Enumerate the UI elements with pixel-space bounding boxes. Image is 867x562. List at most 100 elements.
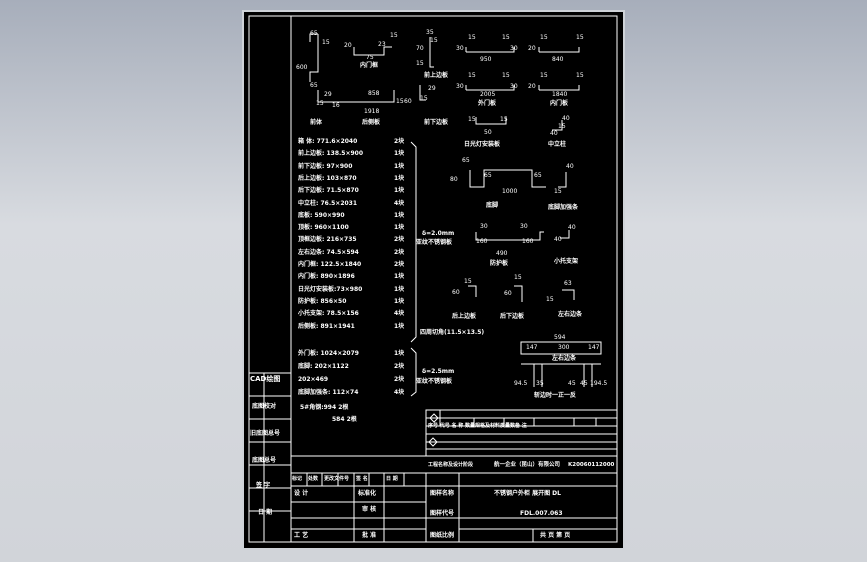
dim-text: 15: [322, 39, 330, 46]
dim-text: 40: [554, 236, 562, 243]
dim-text: 65: [310, 30, 318, 37]
revision-col: 更改文件号: [324, 476, 350, 482]
dim-text: 15: [390, 32, 398, 39]
label-inner-door-frame: 内门框: [360, 62, 379, 69]
drawing-frame: [248, 15, 618, 543]
dim-text: 15: [464, 278, 472, 285]
dim-text: 15: [420, 95, 428, 102]
label-proof: 底图校对: [252, 403, 277, 410]
dim-text: 80: [450, 176, 458, 183]
part-qty: 1块: [394, 174, 405, 182]
label-front-upper: 前上边板: [424, 72, 449, 79]
dim-text: 75: [366, 54, 374, 61]
dim-text: 50: [484, 129, 492, 136]
dim-text: 30: [510, 83, 518, 90]
dim-text: 65: [310, 82, 318, 89]
part-name: 箱 体: 771.6×2040: [298, 138, 358, 145]
drawing-name: 不锈钢户外柜 展开图 DL: [494, 490, 561, 497]
label-old-no: 旧底图总号: [250, 430, 281, 437]
revision-col: 签 名: [356, 476, 368, 482]
dim-text: 30: [510, 45, 518, 52]
angle-steel-1: 5#角钢:994 2根: [300, 404, 349, 411]
dim-text: 40: [568, 224, 576, 231]
part-qty: 2块: [394, 138, 405, 145]
dim-text: 147: [588, 344, 600, 351]
label-sun-lamp: 日光灯安装板: [464, 141, 501, 148]
company-code: K20060112000: [568, 462, 615, 468]
revision-col: 处数: [308, 476, 319, 482]
note-steel-2: δ=2.5mm: [422, 368, 455, 375]
label-cad: CAD绘图: [250, 375, 281, 383]
dim-text: 60: [404, 98, 412, 105]
dim-text: 594: [554, 334, 566, 341]
drawing-sheet: CAD绘图 底图校对 旧底图总号 底图总号 签 字 日 期 65 15 600 …: [242, 10, 625, 550]
dim-text: 40: [562, 115, 570, 122]
dim-text: 45: [580, 380, 588, 387]
label-date: 日 期: [258, 509, 273, 516]
dim-text: 15: [500, 116, 508, 123]
part-name: 外门板: 1024×2079: [298, 350, 359, 357]
dim-text: 60: [504, 290, 512, 297]
part-qty: 2块: [394, 248, 405, 256]
part-qty: 4块: [394, 199, 405, 207]
dim-text: 1918: [364, 108, 380, 115]
dim-text: 15: [430, 37, 438, 44]
header-row: 序号 代号 名 称 数量规格及材料质量数备 注: [428, 423, 527, 429]
part-name: 202×469: [298, 376, 329, 383]
dim-text: 950: [480, 56, 492, 63]
dim-text: 35: [426, 29, 434, 36]
part-name: 前上边板: 138.5×900: [298, 150, 364, 158]
dim-text: 65: [462, 157, 470, 164]
dim-text: 63: [564, 280, 572, 287]
label-scale: 图纸比例: [430, 532, 455, 539]
dim-text: 1840: [552, 91, 568, 98]
dim-text: 15: [396, 98, 404, 105]
part-qty: 2块: [394, 261, 405, 268]
angle-steel-2: 584 2根: [332, 416, 357, 423]
part-qty: 1块: [394, 187, 405, 195]
dim-text: 35: [536, 380, 544, 387]
dim-text: 29: [428, 85, 436, 92]
dim-text: 94.5: [514, 380, 528, 387]
part-name: 底脚: 202×1122: [298, 363, 349, 370]
dim-text: 15: [576, 72, 584, 79]
label-drawing-name: 图样名称: [430, 490, 455, 497]
dim-text: 15: [468, 116, 476, 123]
dim-text: 30: [456, 45, 464, 52]
part-name: 防护板: 856×50: [298, 297, 347, 305]
company-name: 航一企业（昆山）有限公司: [494, 462, 561, 468]
dim-text: 65: [534, 172, 542, 179]
dim-text: 300: [558, 344, 570, 351]
dim-text: 16: [332, 102, 340, 109]
part-qty: 1块: [394, 150, 405, 158]
dim-text: 20: [528, 83, 536, 90]
part-name: 左右边条: 74.5×594: [298, 248, 359, 256]
part-qty: 1块: [394, 297, 405, 305]
label-base-reinforce: 底脚加强条: [548, 204, 579, 211]
part-name: 中立柱: 76.5×2031: [298, 199, 358, 207]
label-guard: 防护板: [490, 260, 509, 267]
label-rear-side: 后侧板: [362, 119, 381, 126]
label-process: 工 艺: [294, 532, 309, 539]
part-qty: 2块: [394, 236, 405, 244]
dim-text: 45: [568, 380, 576, 387]
dim-text: 15: [540, 34, 548, 41]
dim-text: 1000: [502, 188, 518, 195]
dim-text: 15: [502, 34, 510, 41]
dim-text: 15: [558, 123, 566, 130]
dim-text: 15: [540, 72, 548, 79]
dim-text: 15: [416, 60, 424, 67]
dim-text: 15: [502, 72, 510, 79]
dim-text: 40: [550, 130, 558, 137]
part-qty: 1块: [394, 162, 405, 170]
part-name: 内门框: 122.5×1840: [298, 261, 362, 268]
label-drawing-no: 图样代号: [430, 510, 455, 517]
dim-text: 23: [378, 41, 386, 48]
note-corner: 四周切角(11.5×13.5): [420, 329, 485, 336]
part-name: 底脚加强条: 112×74: [298, 389, 359, 396]
label-review: 审 核: [362, 506, 377, 513]
dim-text: 15: [316, 100, 324, 107]
dim-text: 160: [476, 238, 488, 245]
dim-text: 30: [520, 223, 528, 230]
